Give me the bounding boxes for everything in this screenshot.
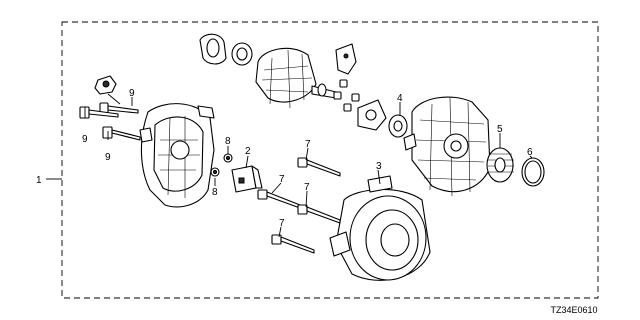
drive-end-housing	[403, 96, 491, 197]
callout-7-b: 7	[279, 174, 285, 185]
callout-1: 1	[36, 175, 42, 186]
nut-8-b	[210, 167, 220, 177]
through-bolt-7-c	[297, 204, 341, 224]
bolt-9-c	[102, 126, 141, 141]
through-bolt-7-b	[257, 189, 301, 209]
rear-bearing	[388, 114, 408, 138]
callout-8-a: 8	[225, 136, 231, 147]
stator-housing	[329, 175, 431, 281]
diagram-code: TZ34E0610	[550, 305, 597, 315]
assembly-boundary	[61, 21, 599, 299]
rear-cover	[139, 103, 215, 208]
rotor	[255, 47, 337, 109]
terminal-clip	[94, 75, 121, 105]
callout-9-c: 9	[105, 152, 111, 163]
callout-2: 2	[245, 146, 251, 157]
callout-5: 5	[497, 124, 503, 135]
callout-7-c: 7	[304, 182, 310, 193]
through-bolt-7-d	[271, 234, 315, 254]
leader-lines	[84, 97, 533, 238]
bearing-cover	[199, 33, 227, 65]
small-bolts	[333, 79, 360, 112]
callout-7-d: 7	[279, 218, 285, 229]
callout-9-b: 9	[82, 134, 88, 145]
callout-6: 6	[527, 147, 533, 158]
bolt-9-b	[79, 106, 119, 119]
callout-7-a: 7	[305, 139, 311, 150]
seal-ring	[521, 157, 545, 187]
terminal-bracket	[335, 43, 357, 75]
nut-8-a	[223, 153, 233, 163]
callout-9-a: 9	[129, 88, 135, 99]
regulator	[231, 165, 263, 193]
front-bearing	[231, 42, 253, 66]
through-bolt-7-a	[297, 157, 341, 177]
pulley	[486, 147, 514, 183]
callout-8-b: 8	[212, 187, 218, 198]
callout-3: 3	[376, 161, 382, 172]
bearing-retainer-plate	[357, 99, 387, 131]
callout-4: 4	[397, 93, 403, 104]
